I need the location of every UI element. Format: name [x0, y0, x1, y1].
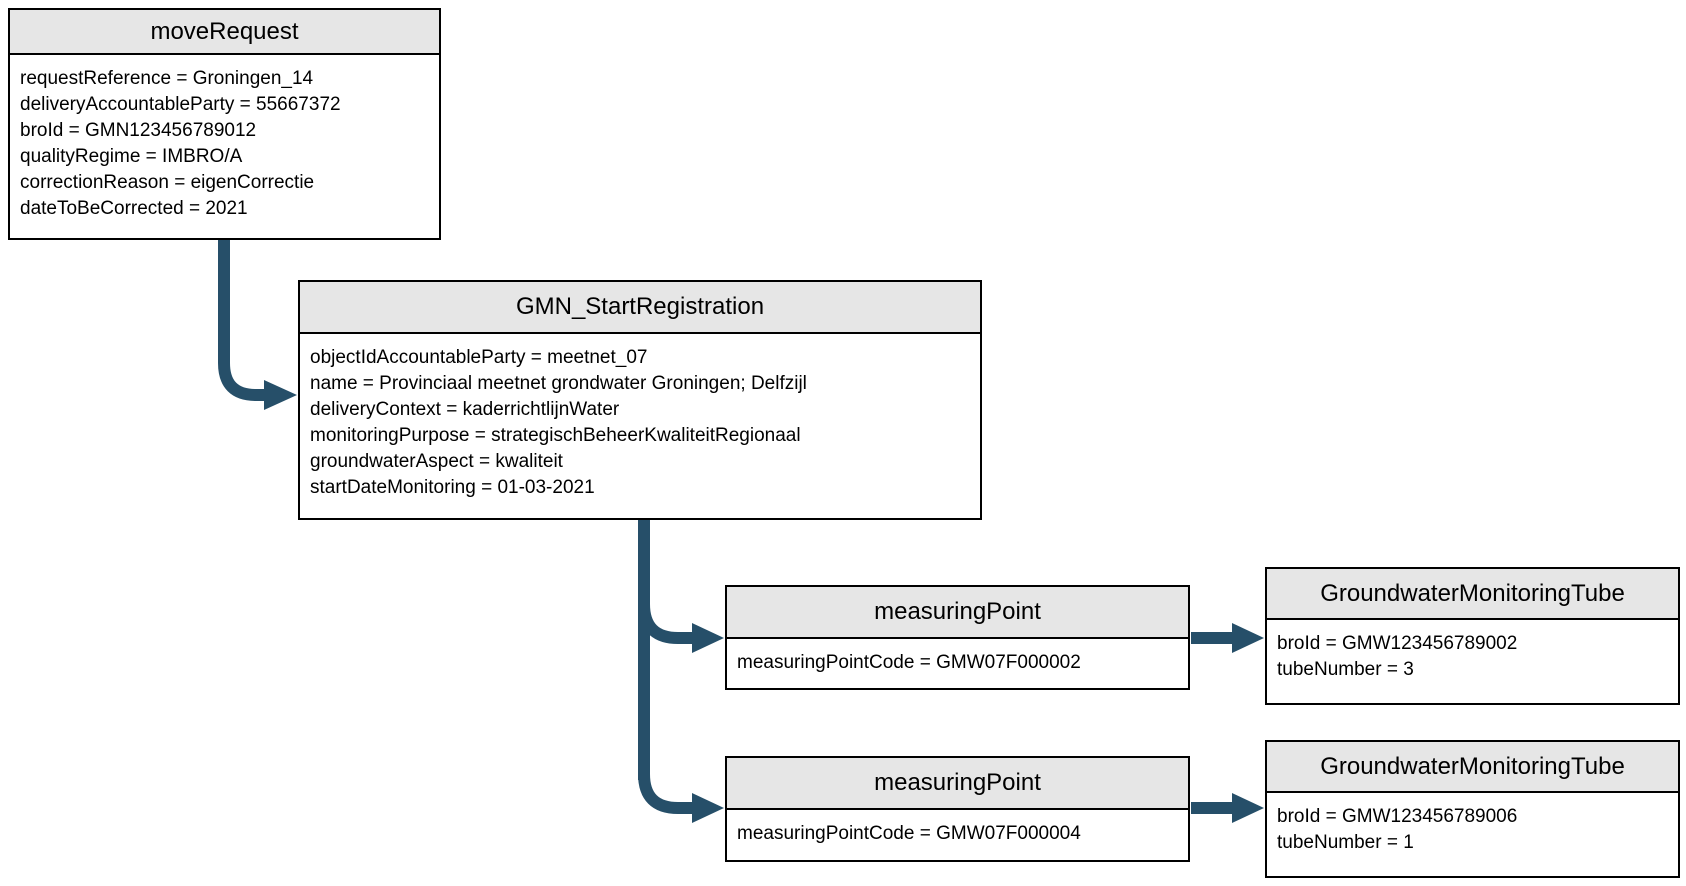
attribute-line: tubeNumber = 3	[1277, 659, 1414, 680]
attribute-line: name = Provinciaal meetnet grondwater Gr…	[310, 373, 807, 394]
node-title: GroundwaterMonitoringTube	[1320, 752, 1625, 780]
arrow-gmn-to-measuringpoint-2	[638, 773, 724, 823]
node-measuring-point-1-header: measuringPoint	[727, 587, 1188, 639]
node-groundwater-monitoring-tube-2: GroundwaterMonitoringTube broId = GMW123…	[1265, 740, 1680, 878]
node-measuring-point-2-header: measuringPoint	[727, 758, 1188, 810]
arrowhead-icon	[1232, 793, 1264, 823]
attribute-line: requestReference = Groningen_14	[20, 68, 314, 89]
node-groundwater-monitoring-tube-1: GroundwaterMonitoringTube broId = GMW123…	[1265, 567, 1680, 705]
arrow-measuringpoint1-to-tube1	[1191, 623, 1264, 653]
attribute-line: startDateMonitoring = 01-03-2021	[310, 477, 595, 498]
node-groundwater-monitoring-tube-2-body: broId = GMW123456789006 tubeNumber = 1	[1267, 793, 1678, 856]
node-measuring-point-2-body: measuringPointCode = GMW07F000004	[727, 810, 1188, 847]
attribute-line: measuringPointCode = GMW07F000004	[737, 823, 1081, 844]
node-title: measuringPoint	[874, 769, 1041, 796]
attribute-line: groundwaterAspect = kwaliteit	[310, 451, 563, 472]
arrow-measuringpoint2-to-tube2	[1191, 793, 1264, 823]
node-move-request-header: moveRequest	[10, 10, 439, 55]
node-title: GMN_StartRegistration	[515, 293, 765, 320]
node-title: measuringPoint	[874, 598, 1041, 625]
attribute-line: measuringPointCode = GMW07F000002	[737, 652, 1081, 673]
node-measuring-point-1-body: measuringPointCode = GMW07F000002	[727, 639, 1188, 676]
attribute-line: tubeNumber = 1	[1277, 832, 1414, 853]
node-move-request: moveRequest requestReference = Groningen…	[8, 8, 441, 240]
arrowhead-icon	[1232, 623, 1264, 653]
node-groundwater-monitoring-tube-1-header: GroundwaterMonitoringTube	[1267, 569, 1678, 620]
attribute-line: dateToBeCorrected = 2021	[20, 198, 248, 219]
attribute-line: broId = GMN123456789012	[20, 120, 257, 141]
node-groundwater-monitoring-tube-1-body: broId = GMW123456789002 tubeNumber = 3	[1267, 620, 1678, 683]
node-gmn-start-registration-body: objectIdAccountableParty = meetnet_07 na…	[300, 334, 980, 501]
arrow-gmn-to-measuringpoint-1	[638, 520, 724, 780]
arrowhead-icon	[692, 623, 724, 653]
node-measuring-point-2: measuringPoint measuringPointCode = GMW0…	[725, 756, 1190, 862]
attribute-line: monitoringPurpose = strategischBeheerKwa…	[310, 425, 801, 446]
node-measuring-point-1: measuringPoint measuringPointCode = GMW0…	[725, 585, 1190, 690]
attribute-line: deliveryAccountableParty = 55667372	[20, 94, 341, 115]
node-move-request-body: requestReference = Groningen_14 delivery…	[10, 55, 439, 222]
arrowhead-icon	[692, 793, 724, 823]
attribute-line: objectIdAccountableParty = meetnet_07	[310, 347, 648, 368]
attribute-line: qualityRegime = IMBRO/A	[20, 146, 243, 167]
node-groundwater-monitoring-tube-2-header: GroundwaterMonitoringTube	[1267, 742, 1678, 793]
node-gmn-start-registration-header: GMN_StartRegistration	[300, 282, 980, 334]
arrow-moverequest-to-gmn	[218, 240, 297, 410]
node-title: GroundwaterMonitoringTube	[1320, 579, 1625, 607]
attribute-line: broId = GMW123456789002	[1277, 633, 1518, 654]
arrowhead-icon	[264, 380, 297, 410]
attribute-line: broId = GMW123456789006	[1277, 806, 1518, 827]
attribute-line: correctionReason = eigenCorrectie	[20, 172, 315, 193]
attribute-line: deliveryContext = kaderrichtlijnWater	[310, 399, 620, 420]
node-title: moveRequest	[150, 17, 299, 45]
node-gmn-start-registration: GMN_StartRegistration objectIdAccountabl…	[298, 280, 982, 520]
